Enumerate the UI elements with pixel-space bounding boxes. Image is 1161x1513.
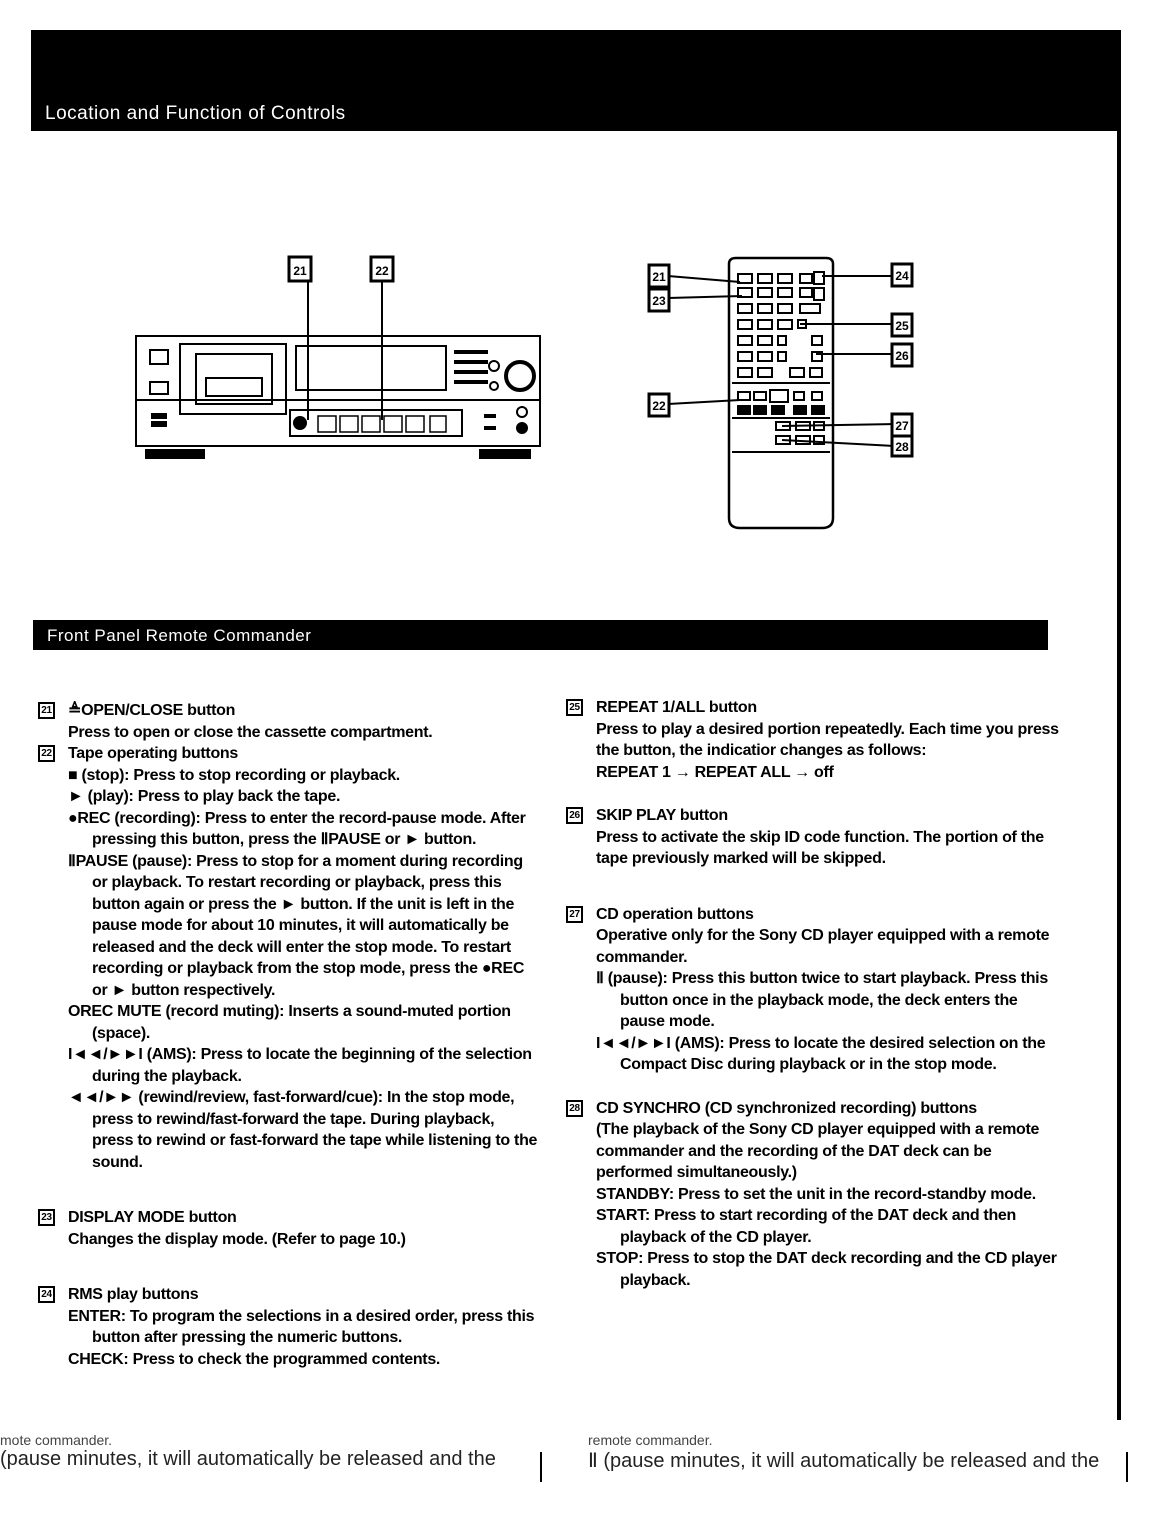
right-column: 25 REPEAT 1/ALL button Press to play a d… bbox=[566, 697, 1066, 1291]
list-item: ●REC (recording): Press to enter the rec… bbox=[68, 809, 526, 849]
remote-callout-21: 21 bbox=[652, 270, 666, 284]
remote-callout-23: 23 bbox=[652, 294, 666, 308]
section-27: 27 CD operation buttons Operative only f… bbox=[566, 904, 1066, 1076]
list-item: I◄◄/►►I (AMS): Press to locate the begin… bbox=[68, 1046, 532, 1085]
section-number: 23 bbox=[38, 1209, 55, 1226]
section-22: 22 Tape operating buttons ■ (stop): Pres… bbox=[38, 743, 538, 1173]
remote-callouts: 21 23 22 24 25 26 27 28 bbox=[647, 262, 914, 458]
section-number: 24 bbox=[38, 1286, 55, 1303]
footer-text: Ⅱ (pause minutes, it will automatically … bbox=[588, 1450, 1100, 1472]
section-title: ≜OPEN/CLOSE button bbox=[68, 702, 236, 719]
section-title: CD operation buttons bbox=[596, 905, 754, 923]
callout-21: 21 bbox=[293, 264, 307, 278]
section-number: 21 bbox=[38, 702, 55, 719]
repeat-sequence: REPEAT 1 → REPEAT ALL → off bbox=[596, 763, 834, 781]
section-title: RMS play buttons bbox=[68, 1286, 199, 1303]
section-title: DISPLAY MODE button bbox=[68, 1209, 237, 1226]
section-title: Front Panel Remote Commander bbox=[47, 626, 312, 645]
list-item: CHECK: Press to check the programmed con… bbox=[68, 1350, 441, 1368]
footer-divider bbox=[1126, 1452, 1128, 1482]
list-item: ⅡPAUSE (pause): Press to stop for a mome… bbox=[68, 852, 525, 999]
list-item: ■ (stop): Press to stop recording or pla… bbox=[68, 766, 400, 784]
deck-callouts: 21 22 bbox=[287, 255, 395, 283]
section-title: SKIP PLAY button bbox=[596, 807, 728, 824]
remote-callout-26: 26 bbox=[895, 349, 909, 363]
page-header: Location and Function of Controls bbox=[31, 30, 1119, 131]
controls-illustration: 21 22 bbox=[135, 255, 914, 530]
list-item: STANDBY: Press to set the unit in the re… bbox=[596, 1185, 1036, 1203]
section-header: Front Panel Remote Commander bbox=[33, 620, 1048, 650]
left-column: 21 ≜OPEN/CLOSE button Press to open or c… bbox=[38, 700, 538, 1370]
list-item: I◄◄/►►I (AMS): Press to locate the desir… bbox=[596, 1034, 1046, 1074]
section-title: CD SYNCHRO (CD synchronized recording) b… bbox=[596, 1099, 977, 1117]
remote-callout-28: 28 bbox=[895, 440, 909, 454]
section-desc: Press to open or close the cassette comp… bbox=[68, 723, 433, 741]
callout-22: 22 bbox=[375, 264, 389, 278]
section-desc: Press to activate the skip ID code funct… bbox=[596, 828, 1044, 868]
list-item: ◄◄/►► (rewind/review, fast-forward/cue):… bbox=[68, 1089, 538, 1171]
remote-commander-drawing bbox=[667, 256, 895, 530]
dat-deck-drawing bbox=[135, 280, 541, 459]
section-26: 26 SKIP PLAY button Press to activate th… bbox=[566, 805, 1066, 870]
footer-divider bbox=[540, 1452, 542, 1482]
remote-callout-25: 25 bbox=[895, 319, 909, 333]
footer-left: mote commander. (pause minutes, it will … bbox=[0, 1432, 496, 1471]
section-number: 28 bbox=[566, 1099, 583, 1117]
footer-right: remote commander. Ⅱ (pause minutes, it w… bbox=[588, 1432, 1100, 1473]
section-23: 23 DISPLAY MODE button Changes the displ… bbox=[38, 1207, 538, 1250]
remote-callout-24: 24 bbox=[895, 269, 909, 283]
section-number: 27 bbox=[566, 905, 583, 923]
list-item: STOP: Press to stop the DAT deck recordi… bbox=[596, 1250, 1057, 1289]
remote-callout-27: 27 bbox=[895, 419, 909, 433]
footer-text: (pause minutes, it will automatically be… bbox=[0, 1448, 496, 1470]
section-desc: (The playback of the Sony CD player equi… bbox=[596, 1121, 1040, 1181]
section-number: 26 bbox=[566, 807, 583, 824]
section-28: 28 CD SYNCHRO (CD synchronized recording… bbox=[566, 1098, 1066, 1292]
section-desc: Press to play a desired portion repeated… bbox=[596, 720, 1059, 760]
remote-callout-22: 22 bbox=[652, 399, 666, 413]
section-desc: Operative only for the Sony CD player eq… bbox=[596, 927, 1050, 966]
footer-ghost-text: mote commander. bbox=[0, 1432, 113, 1448]
section-25: 25 REPEAT 1/ALL button Press to play a d… bbox=[566, 697, 1066, 783]
list-item: ENTER: To program the selections in a de… bbox=[68, 1307, 535, 1347]
list-item: START: Press to start recording of the D… bbox=[596, 1207, 1017, 1246]
footer-ghost-text: remote commander. bbox=[588, 1432, 713, 1448]
list-item: Ⅱ (pause): Press this button twice to st… bbox=[596, 970, 1048, 1030]
section-number: 22 bbox=[38, 745, 55, 762]
right-margin-rule bbox=[1117, 30, 1121, 1420]
section-24: 24 RMS play buttons ENTER: To program th… bbox=[38, 1284, 538, 1370]
list-item: ► (play): Press to play back the tape. bbox=[68, 788, 341, 805]
section-21: 21 ≜OPEN/CLOSE button Press to open or c… bbox=[38, 700, 538, 743]
page-title: Location and Function of Controls bbox=[45, 103, 346, 124]
list-item: OREC MUTE (record muting): Inserts a sou… bbox=[68, 1003, 511, 1042]
section-title: Tape operating buttons bbox=[68, 745, 238, 762]
section-number: 25 bbox=[566, 699, 583, 716]
section-desc: Changes the display mode. (Refer to page… bbox=[68, 1230, 406, 1248]
section-title: REPEAT 1/ALL button bbox=[596, 699, 757, 716]
